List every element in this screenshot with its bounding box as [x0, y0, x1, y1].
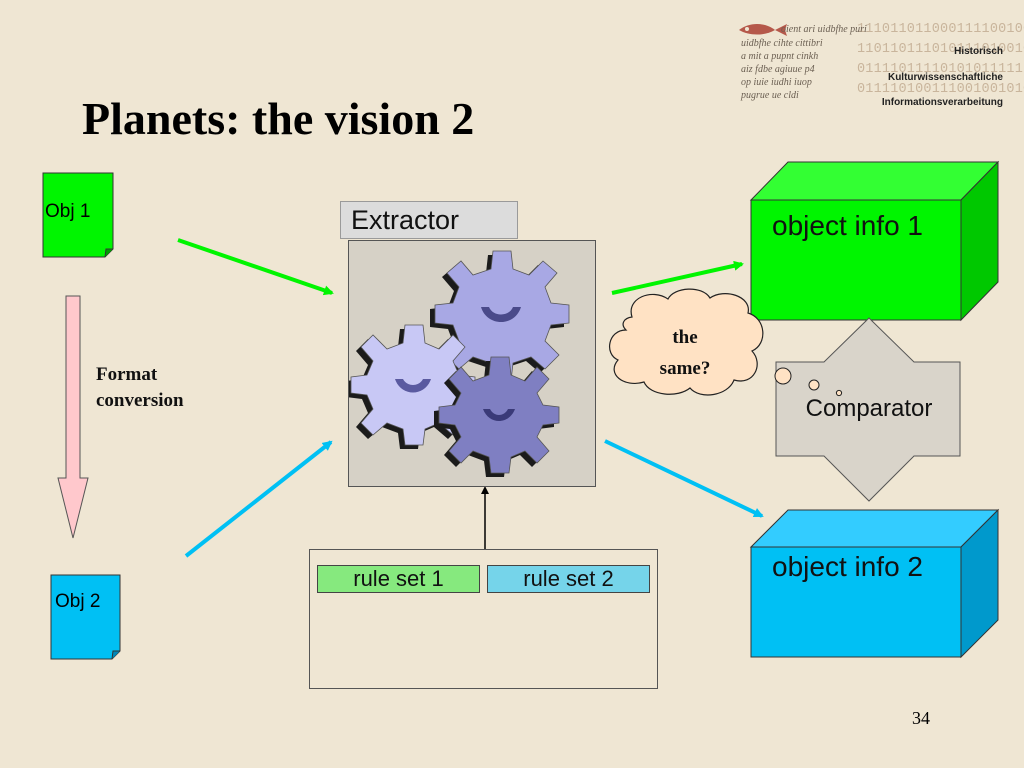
- logo-script-line: pugrue ue cldi: [741, 90, 799, 101]
- logo-script-line: a mit a pupnt cinkh: [741, 51, 819, 62]
- rule-set-2: rule set 2: [487, 565, 650, 593]
- object-info-2-label: object info 2: [772, 551, 923, 582]
- object-info-1-label: object info 1: [772, 210, 923, 241]
- logo-script-line: uidbfhe cihte cittibri: [741, 38, 823, 49]
- logo-text-historisch: Historisch: [954, 46, 1003, 57]
- logo-binary-line: 01111010011100100101001: [857, 82, 1024, 97]
- rule-set-1: rule set 1: [317, 565, 480, 593]
- comparator-label: Comparator: [805, 395, 933, 422]
- cloud-label: the same?: [659, 327, 711, 379]
- format-conversion-label: Format conversion: [96, 364, 184, 411]
- format-conversion-arrow: [57, 295, 89, 539]
- logo-script-line: op iuie iudhi iuop: [741, 77, 812, 88]
- obj1-label: Obj 1: [45, 201, 91, 222]
- logo-text-kulturwissenschaftliche: Kulturwissenschaftliche: [887, 72, 1003, 83]
- comparator-double-arrow: [775, 317, 961, 502]
- logo-binary-line: 11101101100011110010010: [857, 22, 1024, 37]
- obj2-label: Obj 2: [55, 591, 101, 612]
- logo-script-line: aiz fdbe agiuue p4: [741, 64, 815, 75]
- logo-script-line: oient ari uidbfhe puri: [781, 24, 867, 35]
- extractor-label: Extractor: [340, 201, 518, 239]
- obj1-document-icon: [42, 172, 114, 258]
- logo-binary-line: 01111011110101011111: [857, 62, 1024, 77]
- gears-icon: [346, 250, 570, 477]
- obj2-to-extractor-arrow: [184, 440, 333, 558]
- obj1-to-extractor-arrow: [177, 238, 334, 296]
- page-number: 34: [912, 708, 930, 728]
- obj2-document-icon: [50, 574, 121, 660]
- object-info-2-box: [749, 508, 1000, 659]
- thought-cloud: [609, 288, 843, 397]
- logo-text-informationsverarbeitung: Informationsverarbeitung: [881, 97, 1003, 108]
- manuscript-fish-icon: [739, 24, 787, 36]
- slide-title: Planets: the vision 2: [82, 93, 475, 144]
- extractor-to-info2-arrow: [604, 439, 764, 518]
- hki-logo: 11101101100011110010010 1101101110101110…: [735, 20, 1024, 110]
- extractor-to-info1-arrow: [611, 260, 744, 295]
- object-info-1-box: [749, 160, 1000, 322]
- extractor-box: [346, 240, 596, 487]
